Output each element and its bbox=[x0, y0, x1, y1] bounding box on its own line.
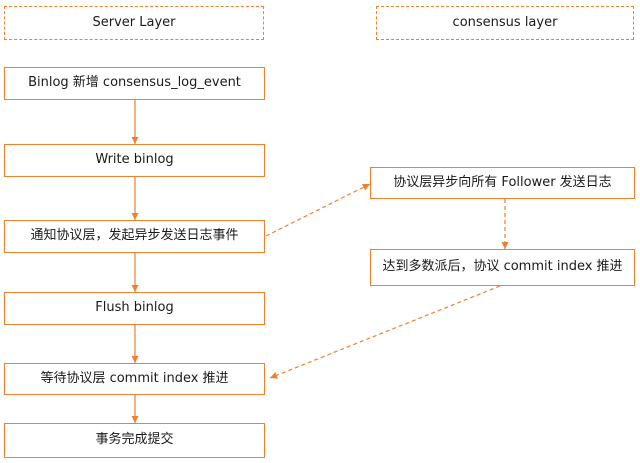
step-label: 事务完成提交 bbox=[95, 432, 174, 448]
step-majority-commit-index: 达到多数派后，协议 commit index 推进 bbox=[370, 249, 635, 286]
step-label: Flush binlog bbox=[95, 300, 174, 316]
step-label: 达到多数派后，协议 commit index 推进 bbox=[382, 259, 623, 275]
step-label: 等待协议层 commit index 推进 bbox=[40, 370, 229, 386]
step-label: Binlog 新增 consensus_log_event bbox=[28, 75, 241, 91]
step-label: 通知协议层，发起异步发送日志事件 bbox=[30, 228, 239, 244]
step-label: 协议层异步向所有 Follower 发送日志 bbox=[393, 174, 612, 190]
step-label: Write binlog bbox=[95, 152, 174, 168]
step-flush-binlog: Flush binlog bbox=[4, 292, 265, 325]
step-send-log-to-followers: 协议层异步向所有 Follower 发送日志 bbox=[370, 167, 635, 199]
step-wait-commit-index: 等待协议层 commit index 推进 bbox=[4, 363, 265, 395]
lane-header-consensus-label: consensus layer bbox=[452, 14, 558, 30]
lane-header-server-label: Server Layer bbox=[92, 14, 176, 30]
step-binlog-add-event: Binlog 新增 consensus_log_event bbox=[4, 67, 265, 100]
step-transaction-commit: 事务完成提交 bbox=[4, 423, 265, 458]
lane-header-consensus: consensus layer bbox=[376, 6, 634, 40]
arrow-notify-to-send bbox=[265, 183, 371, 237]
lane-header-server: Server Layer bbox=[4, 6, 264, 40]
step-write-binlog: Write binlog bbox=[4, 144, 265, 177]
step-notify-consensus: 通知协议层，发起异步发送日志事件 bbox=[4, 220, 265, 253]
arrow-majority-to-wait bbox=[269, 285, 501, 379]
